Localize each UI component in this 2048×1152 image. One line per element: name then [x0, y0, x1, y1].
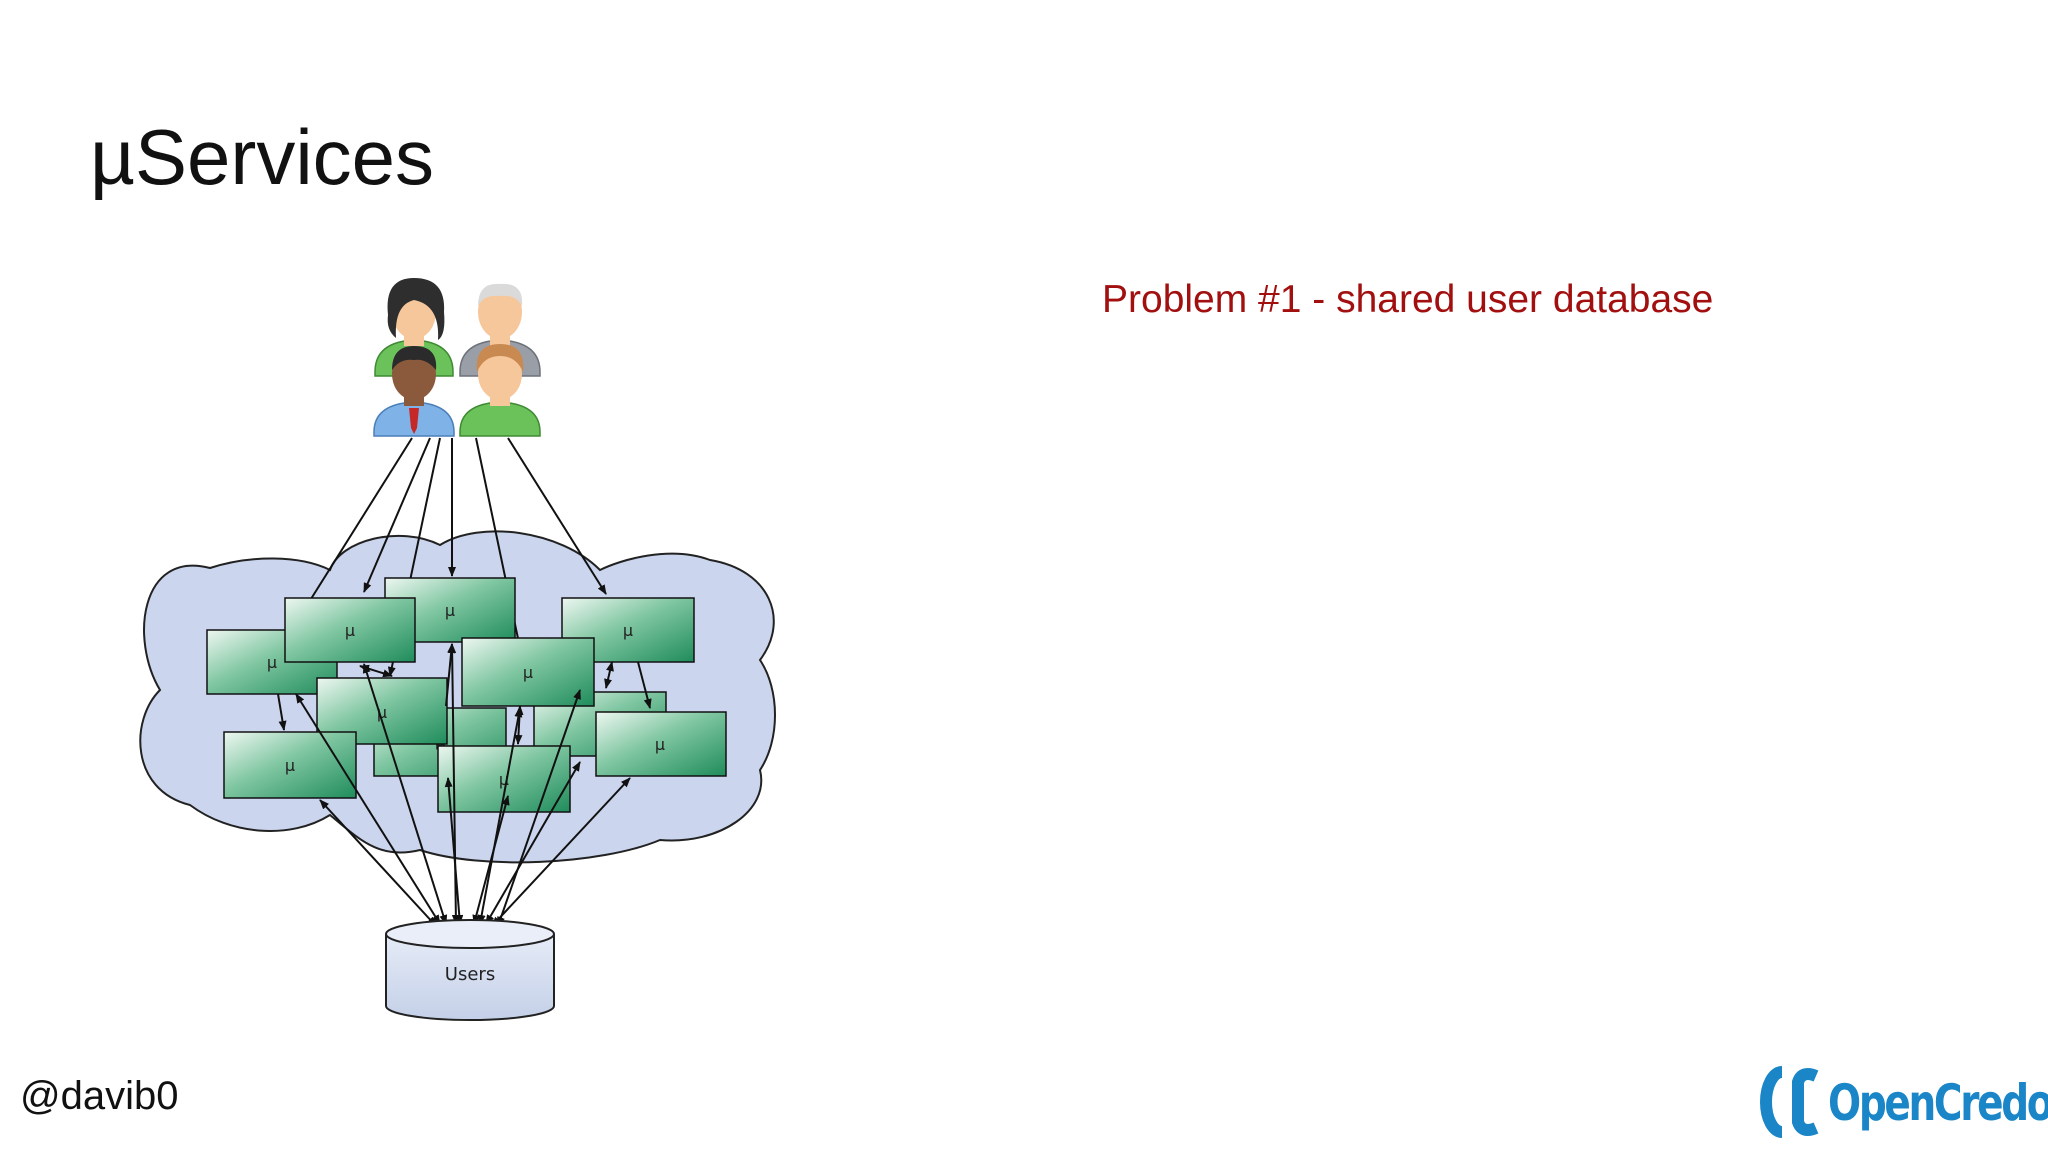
twitter-handle: @davib0 — [20, 1074, 179, 1118]
service-box: µ — [284, 597, 416, 663]
service-label: µ — [445, 601, 455, 620]
service-box: µ — [437, 745, 571, 813]
service-box: µ — [461, 637, 595, 707]
service-label: µ — [655, 735, 665, 754]
service-label: µ — [345, 621, 355, 640]
users-group-icon — [373, 278, 541, 437]
database-label: Users — [445, 964, 495, 985]
opencredo-mark-icon — [1760, 1066, 1819, 1138]
problem-subtitle: Problem #1 - shared user database — [1102, 278, 1714, 321]
service-to-database-arrows — [295, 643, 631, 927]
opencredo-logo: OpenCredo — [1748, 1062, 2048, 1142]
service-label: µ — [523, 663, 533, 682]
service-label: µ — [267, 653, 277, 672]
service-label: µ — [623, 621, 633, 640]
service-label: µ — [285, 756, 295, 775]
service-box: µ — [223, 731, 357, 799]
slide-title: µServices — [90, 113, 435, 201]
users-database: Users — [385, 919, 555, 1021]
service-box: µ — [595, 711, 727, 777]
logo-text: OpenCredo — [1828, 1074, 2048, 1132]
